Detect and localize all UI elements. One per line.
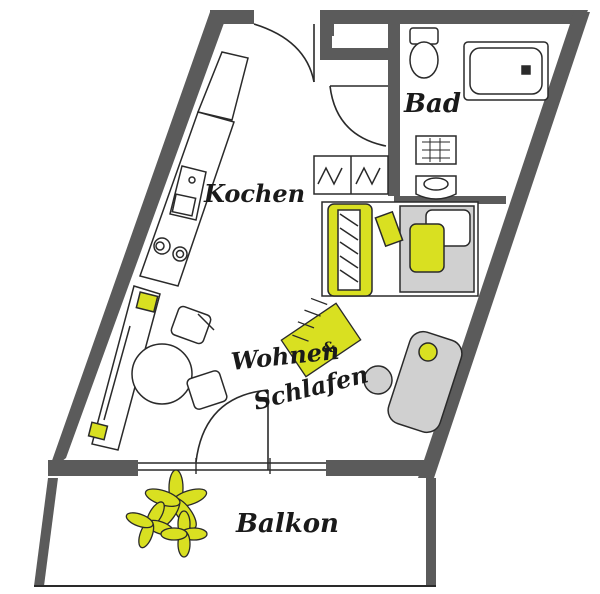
dining-table [131,343,193,405]
room-label-bad: Bad [403,89,461,119]
balcony-threshold [138,458,326,474]
room-label-kochen: Kochen [203,179,305,208]
room-label-ampersand: & [322,340,335,356]
washbasin [415,175,457,200]
sink-icon [169,165,207,221]
plant-icon [125,469,208,558]
stove-icon [153,237,188,262]
door-swings [195,23,388,470]
chair-2 [186,370,228,410]
balcony [34,478,436,587]
toilet-icon [409,27,439,79]
rug [280,297,362,378]
room-label-balkon: Balkon [235,509,339,539]
chair-1 [170,305,215,345]
bathtub-icon [463,41,549,101]
bathroom [409,27,549,200]
side-table [363,365,393,395]
sofa-icon [387,330,463,434]
wardrobe [313,155,389,195]
interior-walls [320,10,506,204]
dining-area [87,285,228,451]
kitchen-counter [139,51,249,287]
bed-icon [321,201,479,297]
exterior-walls [48,10,590,478]
